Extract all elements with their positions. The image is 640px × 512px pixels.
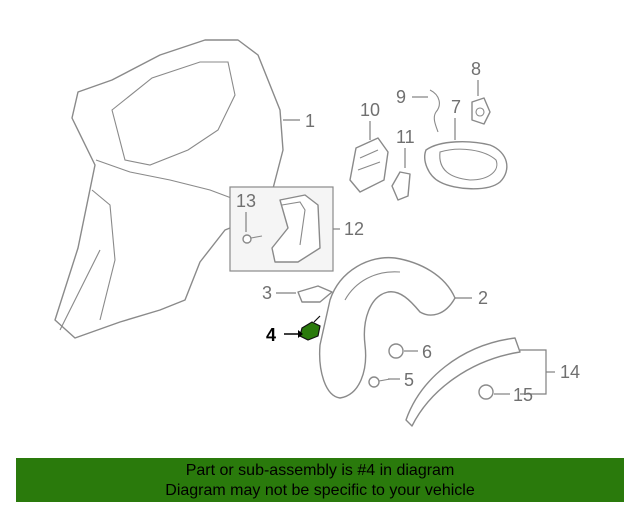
callout-1: 1 (305, 111, 315, 131)
fuel-door-part (424, 141, 508, 190)
callout-4: 4 (266, 325, 276, 345)
wheel-arch-molding-part (405, 337, 521, 427)
callout-7: 7 (451, 97, 461, 117)
callout-6: 6 (422, 342, 432, 362)
callout-8: 8 (471, 59, 481, 79)
callout-9: 9 (396, 87, 406, 107)
quarter-panel-part (54, 39, 284, 339)
nut-part (388, 343, 404, 359)
callout-5: 5 (404, 370, 414, 390)
bolt-part (368, 376, 391, 388)
callout-15: 15 (513, 385, 533, 405)
callout-13: 13 (236, 191, 256, 211)
callout-12: 12 (344, 219, 364, 239)
molding-clip-part (478, 384, 494, 400)
footer-line-part-number: Part or sub-assembly is #4 in diagram (185, 462, 455, 479)
wheelhouse-liner-part (318, 256, 456, 399)
footer-line-disclaimer: Diagram may not be specific to your vehi… (165, 482, 475, 499)
fuel-door-lock-part (471, 97, 491, 125)
callout-11: 11 (396, 127, 415, 147)
push-clip-part-highlighted (299, 315, 321, 341)
fuel-door-housing-part (349, 137, 389, 193)
footer-banner: Part or sub-assembly is #4 in diagram Di… (16, 458, 624, 502)
callout-2: 2 (478, 288, 488, 308)
parts-diagram: 1 13 12 10 11 9 8 7 3 (54, 39, 580, 427)
callout-10: 10 (360, 100, 380, 120)
mud-flap-part (271, 194, 321, 263)
clip-part (297, 285, 333, 303)
callout-3: 3 (262, 283, 272, 303)
fuel-door-hinge-part (391, 171, 411, 201)
mud-flap-screw-part (242, 234, 263, 244)
fuel-door-spring-part (429, 89, 440, 133)
callout-14: 14 (560, 362, 580, 382)
